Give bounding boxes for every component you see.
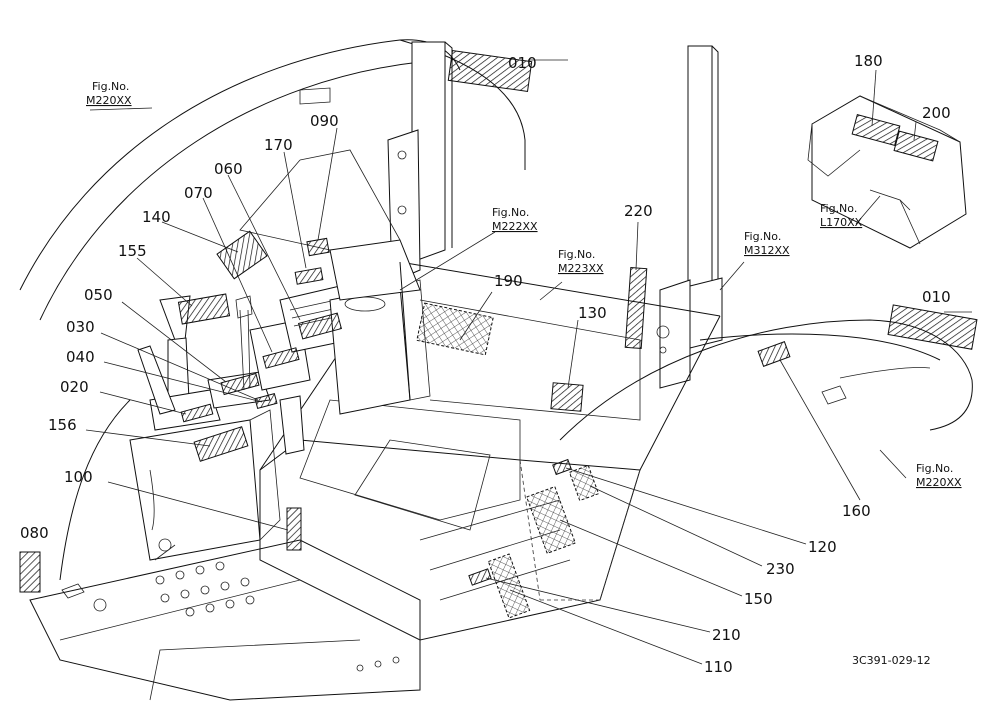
decals [19, 50, 978, 619]
decal-040 [254, 392, 278, 410]
figref-l170-title: Fig.No. [820, 202, 857, 215]
label-170: 170 [264, 136, 293, 154]
label-180: 180 [854, 52, 883, 70]
decal-130 [550, 382, 584, 412]
label-060: 060 [214, 160, 243, 178]
decal-190 [416, 302, 494, 356]
decal-020 [180, 403, 214, 423]
figref-m220-right-title: Fig.No. [916, 462, 953, 475]
label-160: 160 [842, 502, 871, 520]
decal-210 [468, 568, 492, 586]
label-210: 210 [712, 626, 741, 644]
decal-070 [262, 347, 300, 369]
figref-m222-title: Fig.No. [492, 206, 529, 219]
decal-100 [286, 507, 302, 551]
figref-m220-top-title: Fig.No. [92, 80, 129, 93]
figref-m222-code: M222XX [492, 220, 538, 233]
figref-l170-code: L170XX [820, 216, 863, 229]
decal-160 [757, 341, 791, 367]
decal-090 [306, 237, 330, 257]
label-140: 140 [142, 208, 171, 226]
figref-m223-code: M223XX [558, 262, 604, 275]
label-156: 156 [48, 416, 77, 434]
label-200: 200 [922, 104, 951, 122]
label-110: 110 [704, 658, 733, 676]
label-120: 120 [808, 538, 837, 556]
decal-170 [294, 267, 324, 285]
decal-180 [851, 114, 901, 146]
figref-m312-code: M312XX [744, 244, 790, 257]
decal-150 [526, 486, 576, 554]
figure-references: Fig.No. M220XX Fig.No. M222XX Fig.No. M2… [86, 80, 962, 489]
decal-060 [297, 312, 343, 340]
label-020: 020 [60, 378, 89, 396]
decal-010b [887, 304, 978, 350]
figref-m312-title: Fig.No. [744, 230, 781, 243]
decal-230 [568, 464, 600, 502]
decal-200 [893, 130, 939, 162]
leader-lines [85, 59, 972, 665]
machine-outline [19, 39, 973, 701]
decal-030 [220, 372, 260, 396]
figref-m220-right-code: M220XX [916, 476, 962, 489]
label-070: 070 [184, 184, 213, 202]
decal-220 [624, 267, 648, 349]
decal-080 [19, 551, 41, 593]
decal-110 [487, 553, 531, 619]
figref-m223-title: Fig.No. [558, 248, 595, 261]
label-190: 190 [494, 272, 523, 290]
step-holes [93, 561, 400, 672]
label-230: 230 [766, 560, 795, 578]
label-130: 130 [578, 304, 607, 322]
label-150: 150 [744, 590, 773, 608]
decal-155 [177, 293, 231, 325]
decal-156 [193, 426, 249, 462]
label-010a: 010 [508, 54, 537, 72]
label-030: 030 [66, 318, 95, 336]
label-155: 155 [118, 242, 147, 260]
label-080: 080 [20, 524, 49, 542]
part-labels: 010 010 180 200 090 170 060 070 140 155 … [20, 52, 951, 676]
label-050: 050 [84, 286, 113, 304]
label-040: 040 [66, 348, 95, 366]
decal-010a [447, 50, 533, 92]
figref-m220-top-code: M220XX [86, 94, 132, 107]
drawing-code: 3C391-029-12 [852, 654, 931, 667]
label-010b: 010 [922, 288, 951, 306]
label-090: 090 [310, 112, 339, 130]
label-100: 100 [64, 468, 93, 486]
decal-140 [216, 230, 268, 280]
label-220: 220 [624, 202, 653, 220]
decal-120 [552, 458, 572, 476]
